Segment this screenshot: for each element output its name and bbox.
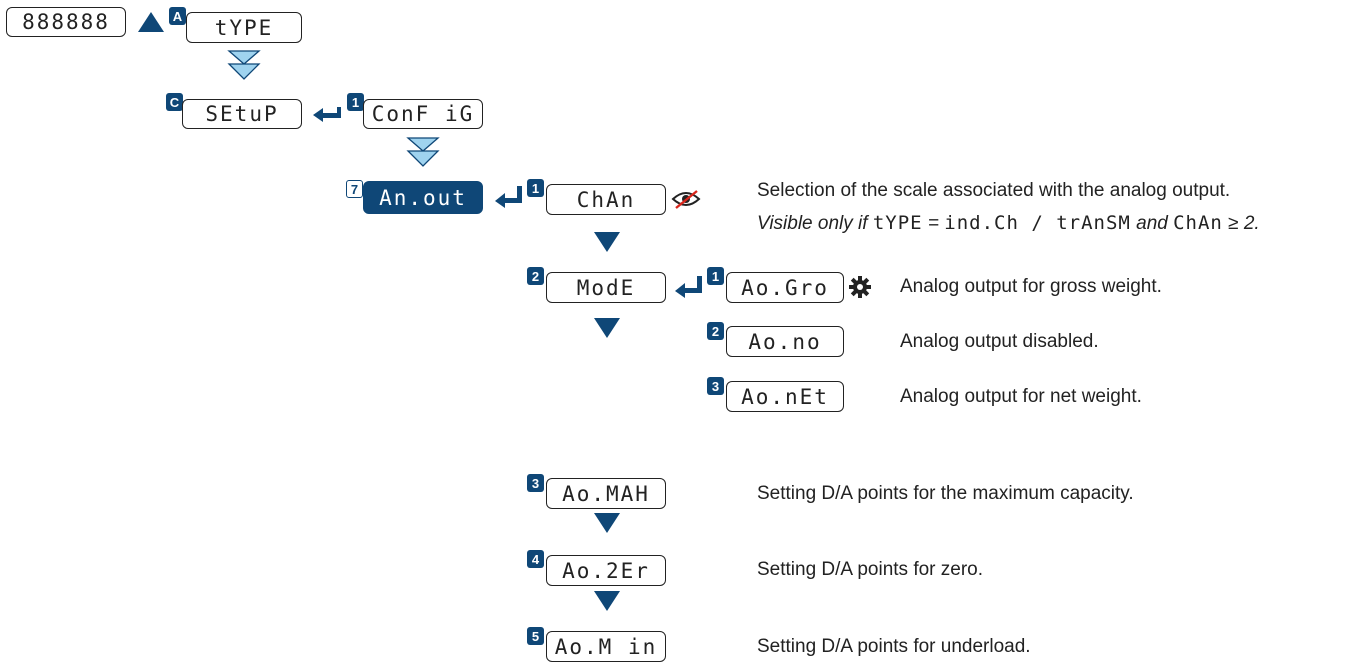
triangle-up-icon <box>138 12 164 32</box>
chan-vis-chan: ChAn <box>1173 212 1223 234</box>
badge-ao-gro: 1 <box>707 267 724 285</box>
menu-setup-label: SEtuP <box>205 102 279 126</box>
chan-vis-and: and <box>1130 213 1174 234</box>
badge-chan: 1 <box>527 179 544 197</box>
enter-arrow-icon <box>675 276 702 298</box>
eye-slash-icon <box>671 190 701 209</box>
badge-type: A <box>169 7 186 25</box>
double-chevron-down-icon <box>227 50 261 80</box>
option-ao-gro-label: Ao.Gro <box>741 275 829 300</box>
start-display-value: 888888 <box>22 10 110 34</box>
option-ao-net[interactable]: Ao.nEt <box>726 381 844 412</box>
menu-ao-min[interactable]: Ao.M in <box>546 631 666 662</box>
ao-zer-description: Setting D/A points for zero. <box>757 559 984 580</box>
triangle-down-icon <box>594 232 620 252</box>
chan-visibility-note: Visible only if tYPE = ind.Ch / trAnSM a… <box>757 212 1260 235</box>
ao-gro-description: Analog output for gross weight. <box>900 276 1162 297</box>
menu-chan-label: ChAn <box>576 187 636 212</box>
option-ao-no[interactable]: Ao.no <box>726 326 844 357</box>
badge-ao-zer: 4 <box>527 550 544 568</box>
ao-net-description: Analog output for net weight. <box>900 386 1142 407</box>
badge-setup: C <box>166 93 183 111</box>
enter-arrow-icon <box>495 186 522 208</box>
chan-vis-prefix: Visible only if <box>757 213 873 234</box>
option-ao-gro[interactable]: Ao.Gro <box>726 272 844 303</box>
double-chevron-down-icon <box>406 137 440 167</box>
menu-ao-zer-label: Ao.2Er <box>562 558 650 583</box>
menu-type-label: tYPE <box>214 15 274 40</box>
menu-config-label: ConF iG <box>371 102 475 126</box>
badge-mode: 2 <box>527 267 544 285</box>
chan-vis-type: tYPE <box>872 212 923 234</box>
ao-no-description: Analog output disabled. <box>900 331 1099 352</box>
chan-description: Selection of the scale associated with t… <box>757 180 1231 201</box>
triangle-down-icon <box>594 318 620 338</box>
triangle-down-icon <box>594 591 620 611</box>
ao-min-description: Setting D/A points for underload. <box>757 636 1031 657</box>
chan-vis-values: ind.Ch / trAnSM <box>944 212 1131 234</box>
menu-anout[interactable]: An.out <box>363 181 483 214</box>
menu-type[interactable]: tYPE <box>186 12 302 43</box>
badge-anout: 7 <box>346 180 363 198</box>
menu-ao-zer[interactable]: Ao.2Er <box>546 555 666 586</box>
gear-icon <box>849 276 871 298</box>
menu-ao-min-label: Ao.M in <box>554 634 658 659</box>
option-ao-no-label: Ao.no <box>748 329 822 354</box>
menu-ao-max[interactable]: Ao.MAH <box>546 478 666 509</box>
menu-chan[interactable]: ChAn <box>546 184 666 215</box>
badge-config: 1 <box>347 93 364 111</box>
option-ao-net-label: Ao.nEt <box>741 384 829 409</box>
menu-anout-label: An.out <box>379 185 467 210</box>
badge-ao-min: 5 <box>527 627 544 645</box>
menu-mode-label: ModE <box>576 275 636 300</box>
menu-ao-max-label: Ao.MAH <box>562 481 650 506</box>
triangle-down-icon <box>594 513 620 533</box>
chan-vis-eq: = <box>922 213 945 234</box>
menu-config[interactable]: ConF iG <box>363 99 483 129</box>
ao-max-description: Setting D/A points for the maximum capac… <box>757 483 1134 504</box>
badge-ao-no: 2 <box>707 322 724 340</box>
left-arrow-icon <box>313 107 341 122</box>
start-display: 888888 <box>6 7 126 37</box>
badge-ao-net: 3 <box>707 377 724 395</box>
menu-mode[interactable]: ModE <box>546 272 666 303</box>
chan-vis-cond: ≥ 2. <box>1222 213 1260 234</box>
badge-ao-max: 3 <box>527 474 544 492</box>
menu-setup[interactable]: SEtuP <box>182 99 302 129</box>
